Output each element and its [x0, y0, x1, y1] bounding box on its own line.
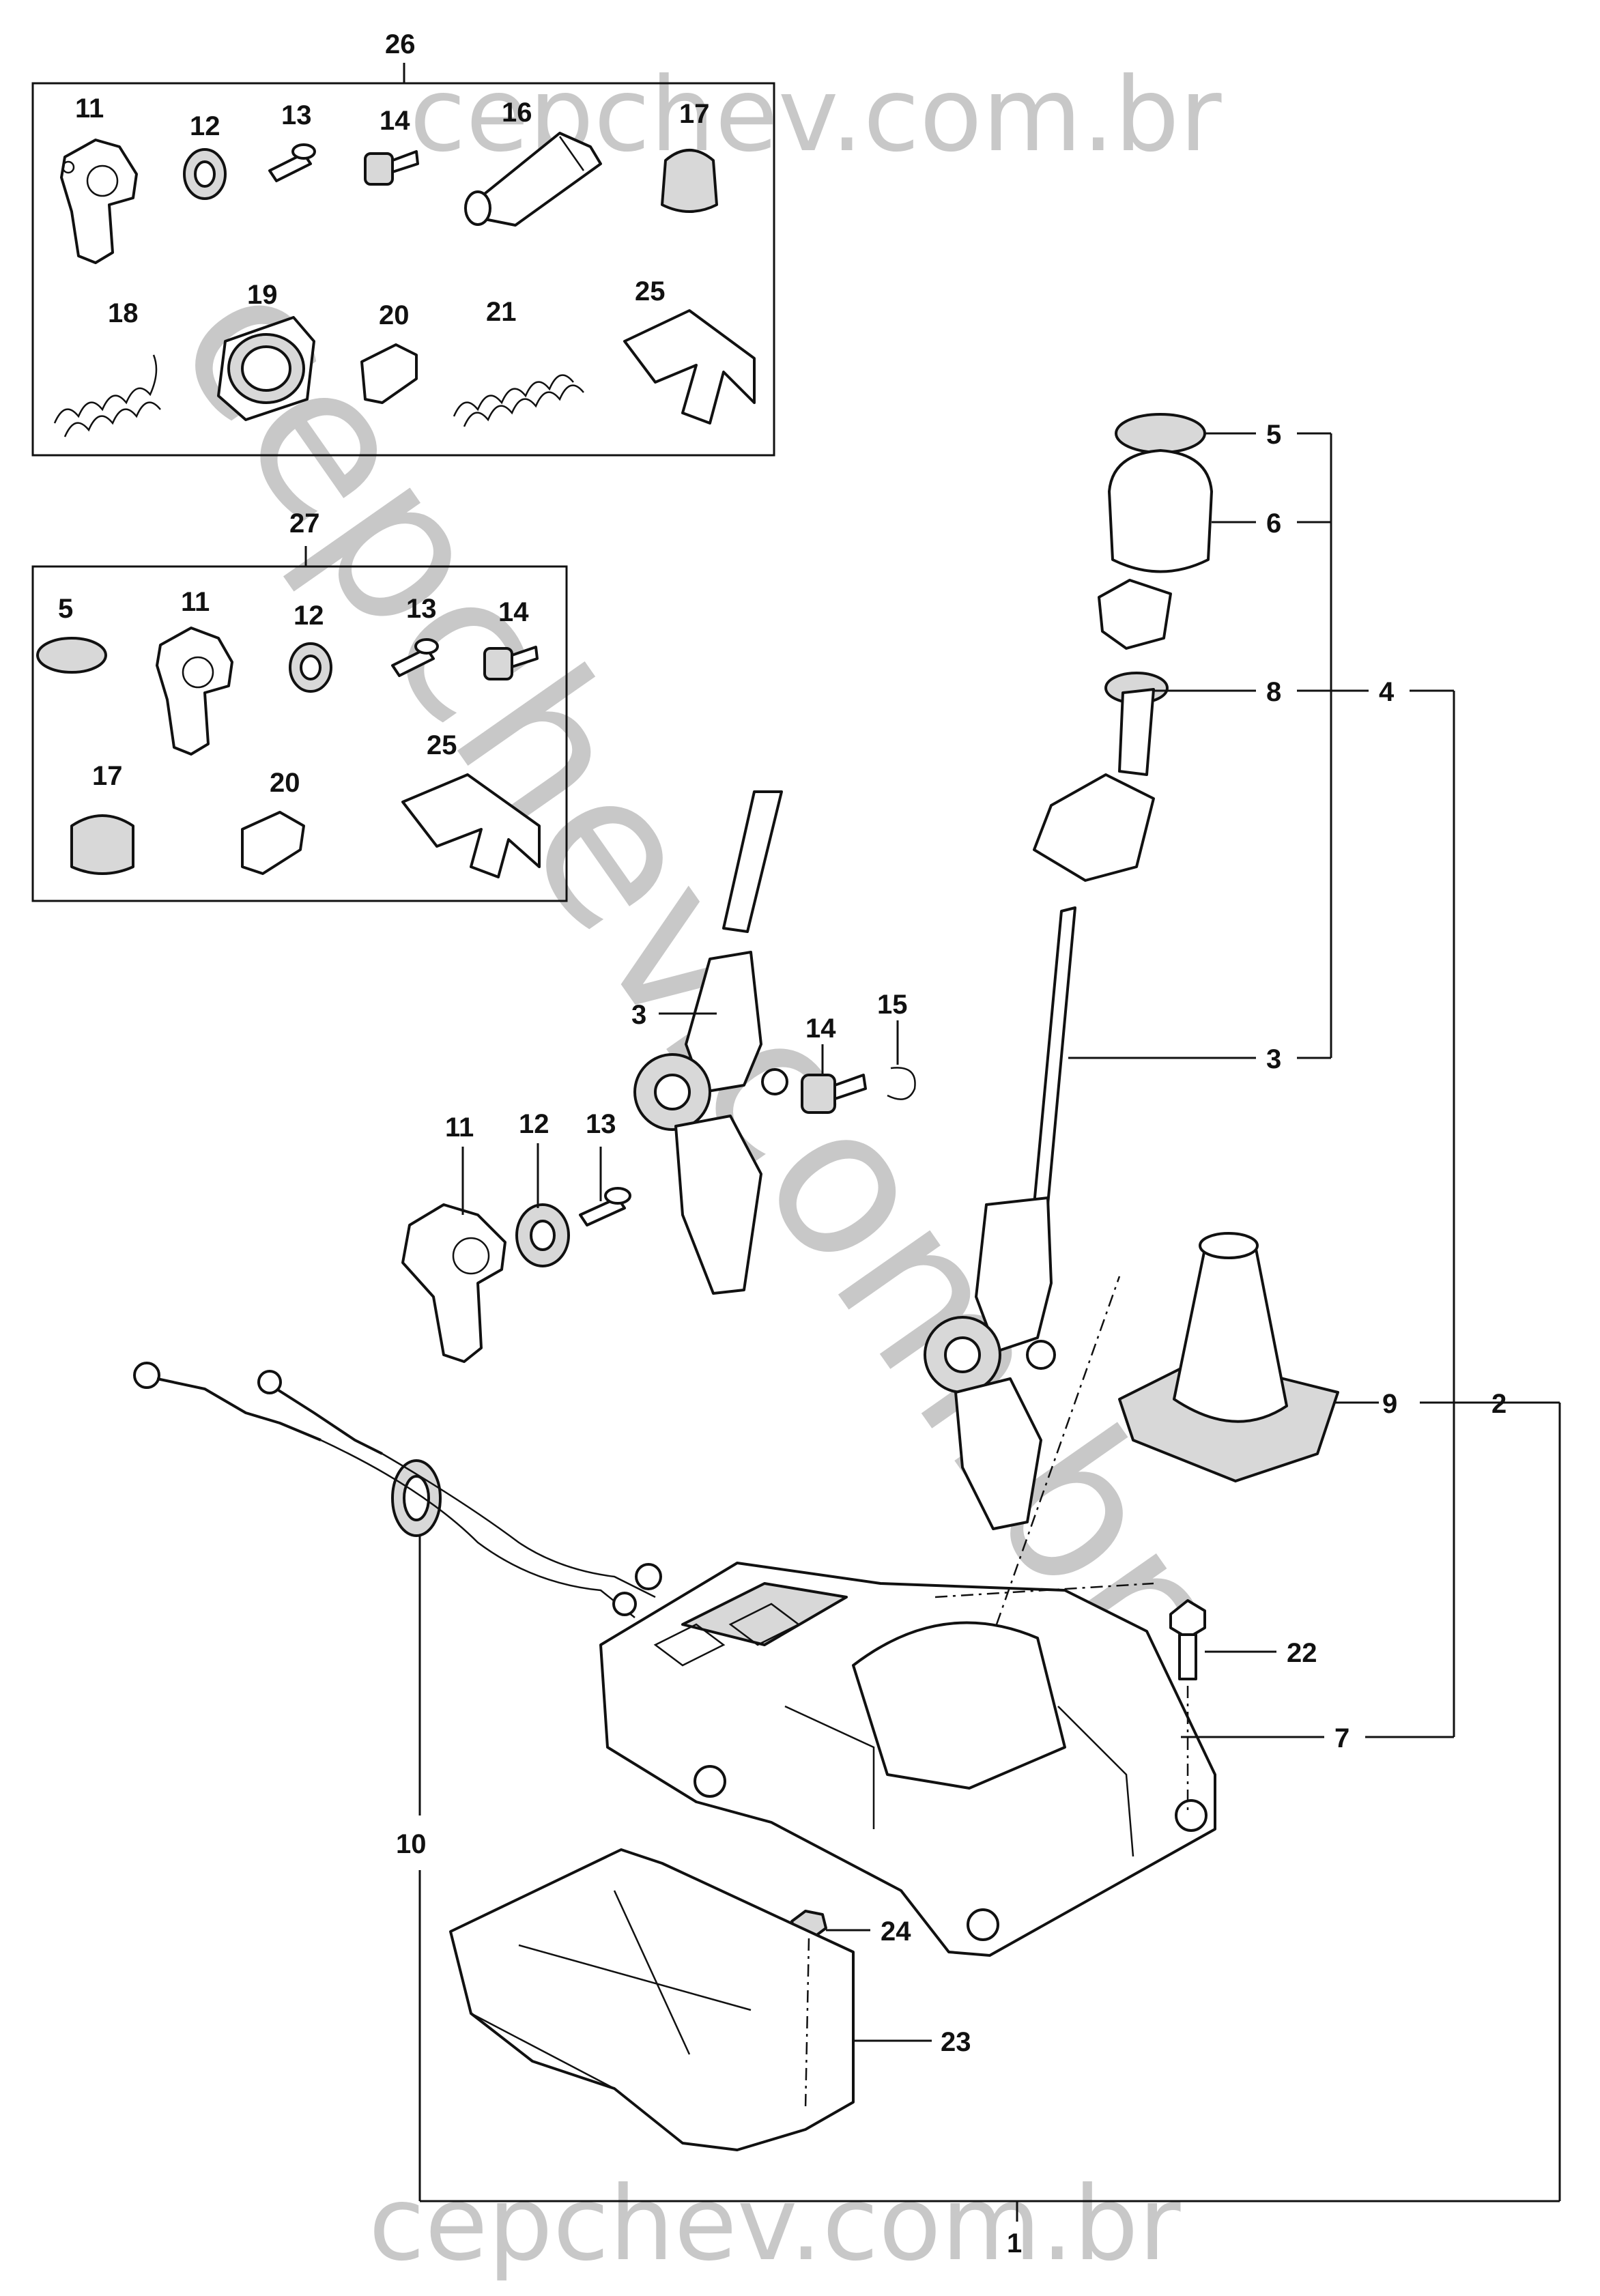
callout-13: 13 [586, 1109, 616, 1139]
cap-icon [360, 343, 418, 404]
bolt-icon [364, 150, 419, 186]
callout-5-kit27: 5 [58, 594, 73, 624]
callout-7: 7 [1334, 1723, 1349, 1753]
callout-12-kit27: 12 [294, 601, 324, 631]
kit-26-box: 26 11 12 13 14 16 [31, 29, 775, 457]
fork-plate-icon [623, 309, 756, 425]
callout-14-kit26: 14 [380, 106, 410, 136]
gear-lever-left-icon [633, 790, 788, 1295]
callout-13-kit26: 13 [281, 100, 312, 130]
callout-13-kit27: 13 [406, 594, 437, 624]
callout-1: 1 [1007, 2228, 1022, 2258]
knob-cap-icon [36, 637, 107, 674]
callout-14-kit27: 14 [498, 597, 529, 627]
exploded-selector-group [401, 1187, 631, 1363]
sleeve-icon [464, 132, 602, 227]
boot-icon [1118, 1232, 1339, 1482]
pin-icon [268, 143, 316, 182]
callout-14: 14 [805, 1014, 836, 1044]
shift-cable-icon [133, 1362, 662, 1618]
callout-16: 16 [502, 98, 532, 128]
exploded-bolt-clip-group [801, 1067, 916, 1114]
spring-21-icon [453, 374, 584, 427]
shifter-housing-icon [599, 1562, 1216, 1957]
callout-12-kit26: 12 [190, 111, 220, 141]
ring-plate-icon [217, 316, 315, 421]
callout-11-kit27: 11 [181, 587, 210, 617]
callout-18: 18 [108, 298, 139, 328]
watermark-diagonal: cepchev.com.br [131, 233, 1259, 1702]
watermark-bottom: cepchev.com.br [369, 2165, 1181, 2284]
callout-27: 27 [289, 508, 320, 539]
callout-4: 4 [1379, 677, 1395, 707]
callout-6: 6 [1266, 508, 1281, 539]
callout-25-kit26: 25 [635, 276, 666, 306]
damper-kit27-icon [70, 814, 134, 875]
callout-20-kit27: 20 [270, 768, 300, 798]
callout-25-kit27: 25 [427, 730, 457, 760]
callout-17-kit27: 17 [92, 761, 123, 791]
bushing-kit27-icon [289, 642, 332, 693]
damper-icon [661, 149, 718, 213]
bushing-icon [183, 148, 227, 200]
gear-lever-right-icon [924, 906, 1076, 1530]
callout-10: 10 [396, 1829, 427, 1859]
kit-27-box: 27 5 11 12 13 14 17 20 [31, 508, 568, 902]
callout-19: 19 [247, 280, 278, 310]
callout-8: 8 [1266, 677, 1281, 707]
gear-knob-icon [1033, 413, 1213, 882]
callout-20-kit26: 20 [379, 300, 410, 330]
callout-21: 21 [486, 297, 517, 327]
selector-bracket-icon [60, 139, 138, 264]
callout-2: 2 [1491, 1389, 1506, 1419]
bolt-22-icon [1169, 1599, 1206, 1680]
cap-kit27-icon [241, 811, 305, 875]
selector-bracket-kit27-icon [156, 627, 233, 756]
callout-9: 9 [1382, 1389, 1397, 1419]
fork-plate-kit27-icon [401, 773, 541, 878]
callout-15: 15 [877, 990, 908, 1020]
callout-12: 12 [519, 1109, 549, 1139]
callout-5: 5 [1266, 420, 1281, 450]
spring-18-icon [53, 354, 161, 437]
callout-3-right: 3 [1266, 1044, 1281, 1074]
callout-17-kit26: 17 [679, 99, 710, 129]
callout-11-kit26: 11 [75, 94, 104, 124]
callout-22: 22 [1287, 1638, 1317, 1668]
callout-26: 26 [385, 29, 416, 59]
bolt-kit27-icon [483, 646, 539, 680]
callout-24: 24 [881, 1917, 911, 1947]
callout-11: 11 [445, 1113, 474, 1143]
callout-23: 23 [941, 2027, 971, 2057]
callout-3-left: 3 [631, 1000, 646, 1030]
pin-kit27-icon [391, 638, 439, 677]
cover-plate-icon [449, 1848, 855, 2151]
